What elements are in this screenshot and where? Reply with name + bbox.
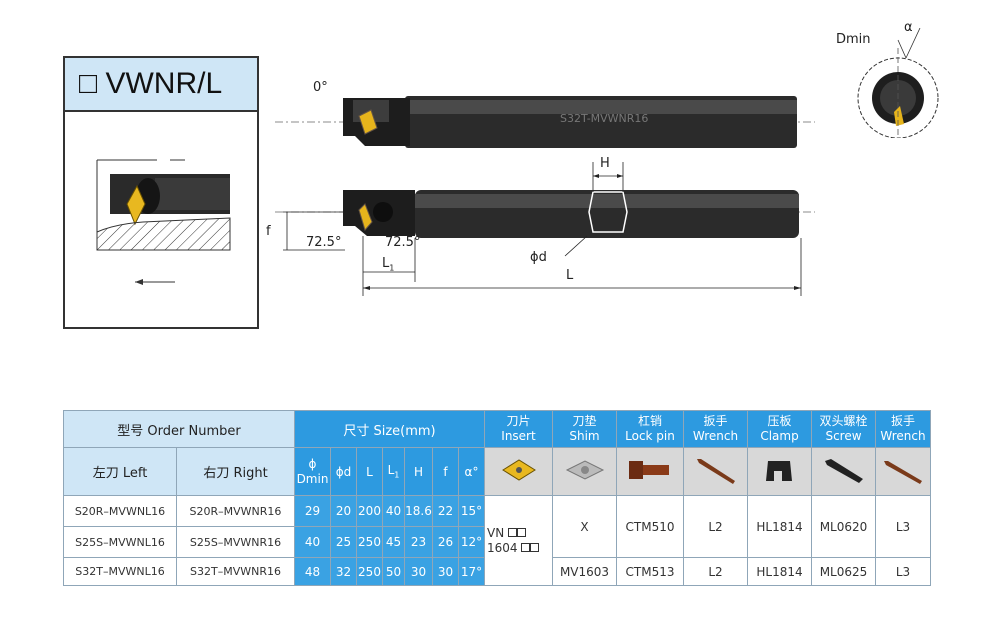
row2-alpha: 12° xyxy=(458,526,485,558)
screw-icon xyxy=(824,459,863,483)
row1-alpha: 15° xyxy=(458,495,485,527)
shank-marking-top: S32T-MVWNR16 xyxy=(560,112,649,125)
product-title: □ VWNR/L xyxy=(63,56,259,112)
row1-H: 18.6 xyxy=(404,495,433,527)
shim-icon xyxy=(565,460,604,480)
dim-H-label: H xyxy=(600,156,610,171)
lockpin-3: CTM513 xyxy=(616,557,684,586)
wrench2-12: L3 xyxy=(875,495,931,558)
clamp-icon xyxy=(765,461,792,481)
wrench1-image xyxy=(683,447,748,496)
shim-image xyxy=(552,447,617,496)
wrench-icon xyxy=(884,461,922,484)
row3-left: S32T–MVWNL16 xyxy=(63,557,177,586)
clamp-image xyxy=(747,447,812,496)
dim-L1-label: L1 xyxy=(382,256,395,273)
screw-12: ML0620 xyxy=(811,495,876,558)
angle-left-label: 72.5° xyxy=(306,235,342,250)
row2-H: 23 xyxy=(404,526,433,558)
row3-right: S32T–MVWNR16 xyxy=(176,557,295,586)
insert-icon xyxy=(501,459,536,481)
dim-f-label: f xyxy=(266,224,271,239)
wrench2-image xyxy=(875,447,931,496)
dim-L-label: L xyxy=(566,268,574,283)
dmin-label: Dmin xyxy=(836,32,871,47)
row3-L1: 50 xyxy=(382,557,405,586)
clamp-3: HL1814 xyxy=(747,557,812,586)
row2-dmin: 40 xyxy=(294,526,331,558)
row3-dmin: 48 xyxy=(294,557,331,586)
shim-12: X xyxy=(552,495,617,558)
lockpin-icon xyxy=(629,461,669,479)
col-f: f xyxy=(432,447,459,496)
size-header: 尺寸 Size(mm) xyxy=(294,410,485,448)
dmin-diagram xyxy=(857,28,939,138)
row3-f: 30 xyxy=(432,557,459,586)
wrench1-12: L2 xyxy=(683,495,748,558)
wrench1-3: L2 xyxy=(683,557,748,586)
row2-L: 250 xyxy=(356,526,383,558)
lockpin-12: CTM510 xyxy=(616,495,684,558)
application-diagram xyxy=(63,110,259,329)
row1-dmin: 29 xyxy=(294,495,331,527)
row3-H: 30 xyxy=(404,557,433,586)
tool-drawing xyxy=(275,96,815,296)
insert-model: VN 1604 xyxy=(484,495,553,586)
row1-f: 22 xyxy=(432,495,459,527)
row1-L: 200 xyxy=(356,495,383,527)
screw-image xyxy=(811,447,876,496)
boring-illustration xyxy=(96,159,231,285)
row2-left: S25S–MVWNL16 xyxy=(63,526,177,558)
wrench2-3: L3 xyxy=(875,557,931,586)
angle-zero-label: 0° xyxy=(313,80,328,95)
alpha-label: α xyxy=(904,20,913,35)
right-header: 右刀 Right xyxy=(176,447,295,496)
col-alpha: α° xyxy=(458,447,485,496)
insert-image xyxy=(484,447,553,496)
shim-3: MV1603 xyxy=(552,557,617,586)
row3-d: 32 xyxy=(330,557,357,586)
row1-L1: 40 xyxy=(382,495,405,527)
clamp-12: HL1814 xyxy=(747,495,812,558)
wrench-icon xyxy=(696,459,735,484)
row2-d: 25 xyxy=(330,526,357,558)
row1-d: 20 xyxy=(330,495,357,527)
order-number-header: 型号 Order Number xyxy=(63,410,295,448)
row1-left: S20R–MVWNL16 xyxy=(63,495,177,527)
col-L1: L1 xyxy=(382,447,405,496)
angle-right-label: 72.5° xyxy=(385,235,421,250)
row3-alpha: 17° xyxy=(458,557,485,586)
row3-L: 250 xyxy=(356,557,383,586)
row2-L1: 45 xyxy=(382,526,405,558)
row2-right: S25S–MVWNR16 xyxy=(176,526,295,558)
dim-phid-label: ϕd xyxy=(530,250,547,265)
left-header: 左刀 Left xyxy=(63,447,177,496)
col-L: L xyxy=(356,447,383,496)
insert-icon xyxy=(126,184,146,226)
screw-3: ML0625 xyxy=(811,557,876,586)
lockpin-image xyxy=(616,447,684,496)
col-phid: ϕd xyxy=(330,447,357,496)
row2-f: 26 xyxy=(432,526,459,558)
col-H: H xyxy=(404,447,433,496)
row1-right: S20R–MVWNR16 xyxy=(176,495,295,527)
